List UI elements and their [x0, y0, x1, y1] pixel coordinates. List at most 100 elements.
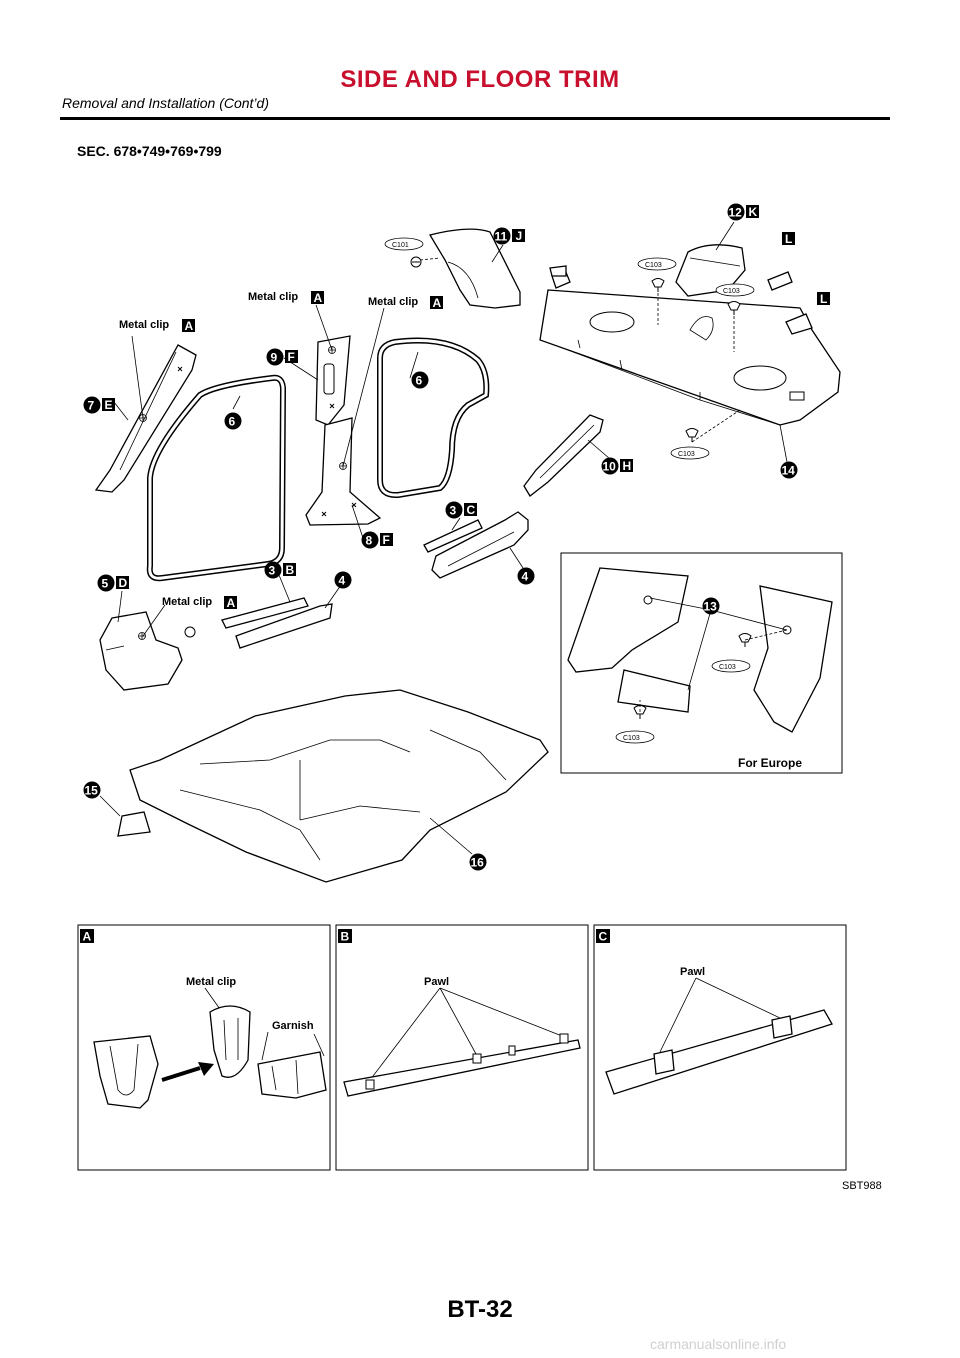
figure-code: SBT988: [842, 1180, 882, 1192]
svg-text:K: K: [749, 205, 758, 219]
part-high-mount-lamp-cover: [675, 244, 746, 297]
svg-text:C103: C103: [678, 451, 695, 458]
leader-lines: [99, 221, 788, 855]
detail-panel-c: C Pawl: [593, 924, 847, 1171]
svg-text:10: 10: [603, 460, 617, 474]
svg-text:14: 14: [782, 464, 796, 478]
svg-text:7: 7: [88, 399, 95, 413]
svg-text:F: F: [288, 350, 295, 364]
callout-10: 10 H: [601, 457, 633, 475]
callout-l-lower: L: [817, 292, 830, 306]
page-number: BT-32: [447, 1296, 513, 1323]
metal-clip-label-3: Metal clip: [368, 296, 418, 308]
clip-code-c103-2: C103: [715, 283, 755, 297]
svg-text:A: A: [433, 296, 442, 310]
detail-panel-a: A Metal clip Garnish: [77, 924, 331, 1171]
svg-text:E: E: [105, 398, 113, 412]
metal-clip-label-4: Metal clip: [162, 596, 212, 608]
svg-text:4: 4: [339, 574, 346, 588]
svg-text:A: A: [314, 291, 323, 305]
callout-4-rear: 4: [517, 567, 535, 585]
detail-panel-b: B Pawl: [335, 924, 589, 1171]
svg-text:C101: C101: [392, 242, 409, 249]
svg-text:15: 15: [85, 784, 99, 798]
clip-code-c103-3: C103: [670, 446, 710, 460]
svg-text:L: L: [785, 232, 792, 246]
svg-text:6: 6: [416, 374, 423, 388]
svg-text:4: 4: [522, 570, 529, 584]
svg-text:C103: C103: [645, 262, 662, 269]
svg-text:13: 13: [704, 600, 718, 614]
svg-text:12: 12: [729, 206, 743, 220]
clip-code-c103-4: C103: [711, 659, 751, 673]
callout-6-front: 6: [224, 412, 242, 430]
clip-code-c103-5: C103: [615, 730, 655, 744]
part-kicking-plate-front: [221, 597, 309, 629]
part-kicking-plate-rear: [423, 519, 483, 553]
page-subtitle: Removal and Installation (Cont’d): [62, 95, 269, 111]
svg-text:B: B: [286, 563, 295, 577]
part-door-weatherstrip-front: [146, 374, 287, 582]
svg-text:6: 6: [229, 415, 236, 429]
svg-text:J: J: [516, 229, 523, 243]
svg-text:C: C: [599, 930, 608, 944]
svg-text:3: 3: [450, 504, 457, 518]
svg-text:A: A: [83, 930, 92, 944]
svg-text:11: 11: [495, 230, 508, 244]
callout-13: 13: [702, 597, 720, 615]
callout-14: 14: [780, 461, 798, 479]
part-center-pillar-lower: [305, 417, 382, 526]
detail-c-pawl-label: Pawl: [680, 966, 705, 978]
svg-text:9: 9: [271, 351, 278, 365]
part-l-clips: [549, 265, 813, 335]
page-title: SIDE AND FLOOR TRIM: [340, 66, 620, 93]
svg-text:L: L: [820, 292, 827, 306]
part-dash-side-finisher: [99, 611, 196, 691]
part-quarter-trim-upper: [410, 228, 521, 309]
svg-text:C: C: [467, 503, 476, 517]
watermark: carmanualsonline.info: [650, 1336, 787, 1352]
svg-text:F: F: [383, 533, 390, 547]
part-center-pillar-upper: [315, 335, 351, 426]
clip-code-c103-1: C103: [637, 257, 677, 271]
svg-text:8: 8: [366, 534, 373, 548]
clip-code-c101: C101: [384, 237, 424, 251]
section-code: SEC. 678•749•769•799: [77, 143, 222, 159]
svg-text:5: 5: [102, 577, 109, 591]
svg-text:C103: C103: [723, 288, 740, 295]
for-europe-label: For Europe: [738, 756, 802, 770]
callout-l-upper: L: [782, 232, 795, 246]
metal-clip-label-2: Metal clip: [248, 291, 298, 303]
detail-b-pawl-label: Pawl: [424, 976, 449, 988]
detail-a-garnish-label: Garnish: [272, 1020, 314, 1032]
svg-text:A: A: [185, 319, 194, 333]
svg-text:B: B: [341, 930, 350, 944]
metal-clip-label-1: Metal clip: [119, 319, 169, 331]
part-door-weatherstrip-rear: [377, 337, 490, 499]
part-rear-kicking-plate: [523, 414, 604, 497]
part-body-side-welt-front: [235, 603, 333, 649]
callout-15: 15: [83, 781, 101, 799]
callout-4-front: 4: [334, 571, 352, 589]
svg-text:C103: C103: [719, 664, 736, 671]
svg-text:16: 16: [471, 856, 485, 870]
svg-text:A: A: [227, 596, 236, 610]
detail-a-metal-clip-label: Metal clip: [186, 976, 236, 988]
callout-6-rear: 6: [411, 371, 429, 389]
part-front-pillar-garnish: [94, 344, 197, 493]
part-floor-carpet: [129, 689, 549, 883]
part-floor-trim-small: [117, 811, 151, 837]
header-rule: [60, 117, 890, 120]
svg-text:C103: C103: [623, 735, 640, 742]
svg-text:H: H: [623, 459, 632, 473]
callout-16: 16: [469, 853, 487, 871]
callout-12: 12 K: [727, 203, 759, 221]
part-body-side-welt: [431, 511, 529, 579]
callout-11: 11 J: [493, 227, 525, 245]
